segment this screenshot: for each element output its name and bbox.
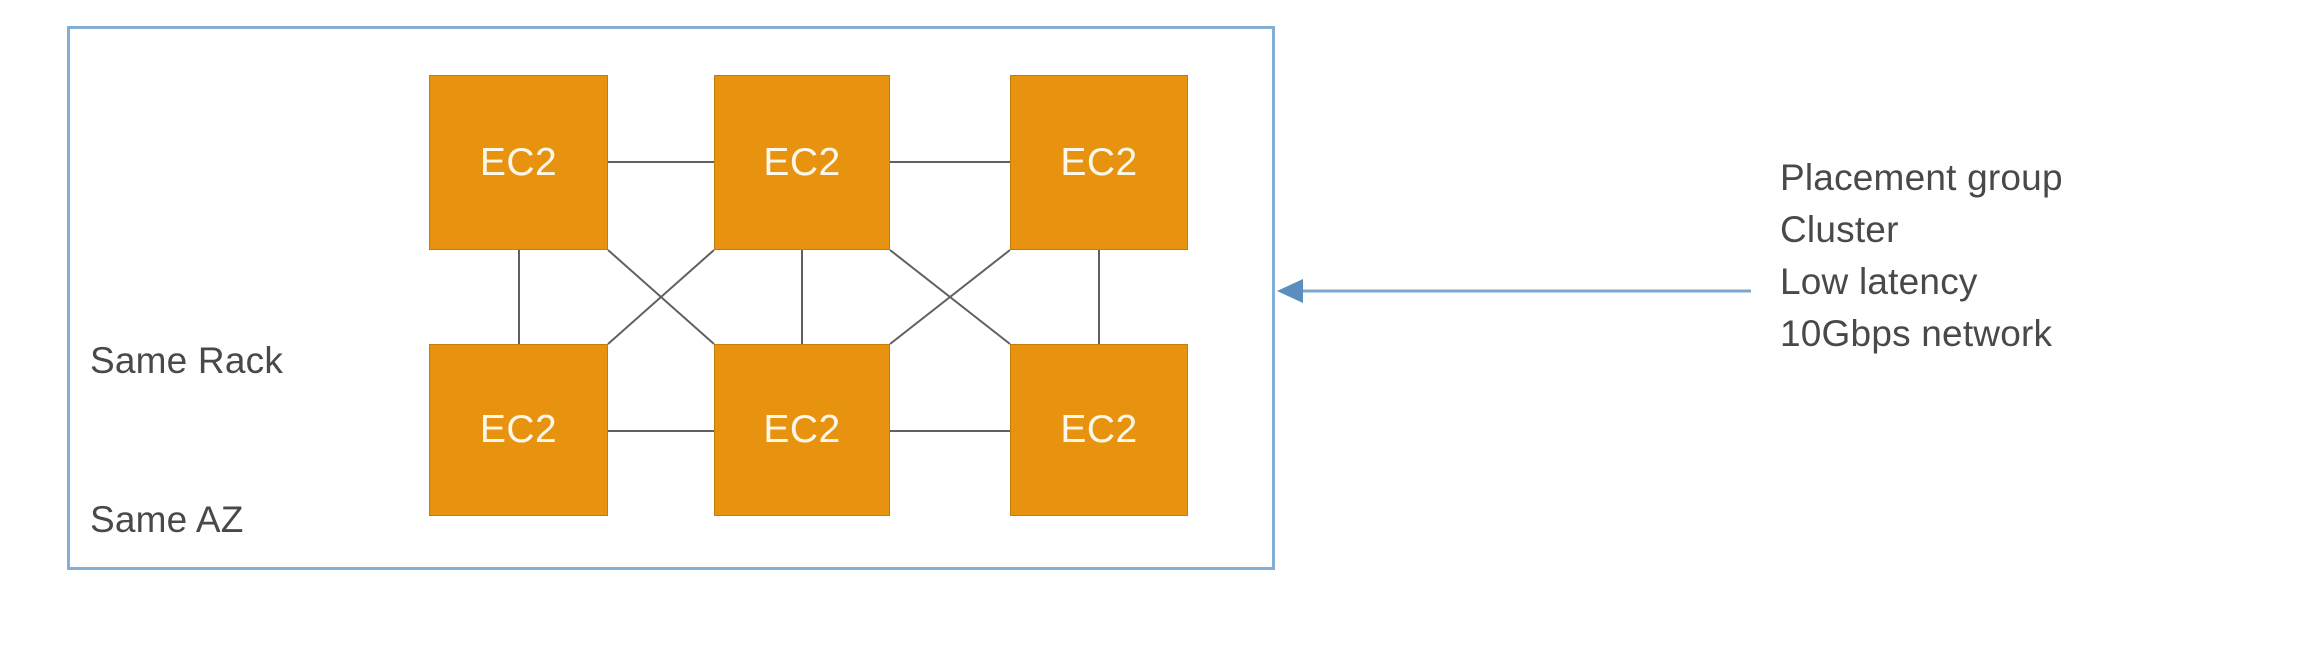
- arrow-head-icon: [1277, 279, 1303, 303]
- ec2-node-label: EC2: [1060, 140, 1138, 184]
- ec2-node-row2-col1[interactable]: EC2: [429, 344, 608, 516]
- annotation-line-1: Placement group: [1780, 157, 2063, 198]
- ec2-node-row1-col1[interactable]: EC2: [429, 75, 608, 250]
- ec2-node-row2-col2[interactable]: EC2: [714, 344, 890, 516]
- ec2-node-row1-col2[interactable]: EC2: [714, 75, 890, 250]
- annotation-line-3: Low latency: [1780, 261, 1978, 302]
- annotation-line-4: 10Gbps network: [1780, 313, 2053, 354]
- diagram-canvas: Same Rack Same AZ EC2 EC2 EC2: [67, 26, 2250, 570]
- ec2-node-label: EC2: [479, 140, 558, 184]
- ec2-node-label: EC2: [1060, 408, 1138, 451]
- placement-group-annotation: Placement group Cluster Low latency 10Gb…: [1780, 152, 2250, 360]
- rack-caption: Same Rack Same AZ: [90, 228, 420, 652]
- ec2-node-row1-col3[interactable]: EC2: [1010, 75, 1188, 250]
- ec2-node-label: EC2: [763, 140, 841, 184]
- rack-caption-line-2: Same AZ: [90, 499, 244, 540]
- ec2-node-row2-col3[interactable]: EC2: [1010, 344, 1188, 516]
- rack-caption-line-1: Same Rack: [90, 340, 284, 381]
- ec2-node-label: EC2: [763, 408, 841, 451]
- ec2-node-label: EC2: [479, 408, 558, 451]
- placement-group-callout-arrow: [1277, 279, 1751, 303]
- annotation-line-2: Cluster: [1780, 209, 1899, 250]
